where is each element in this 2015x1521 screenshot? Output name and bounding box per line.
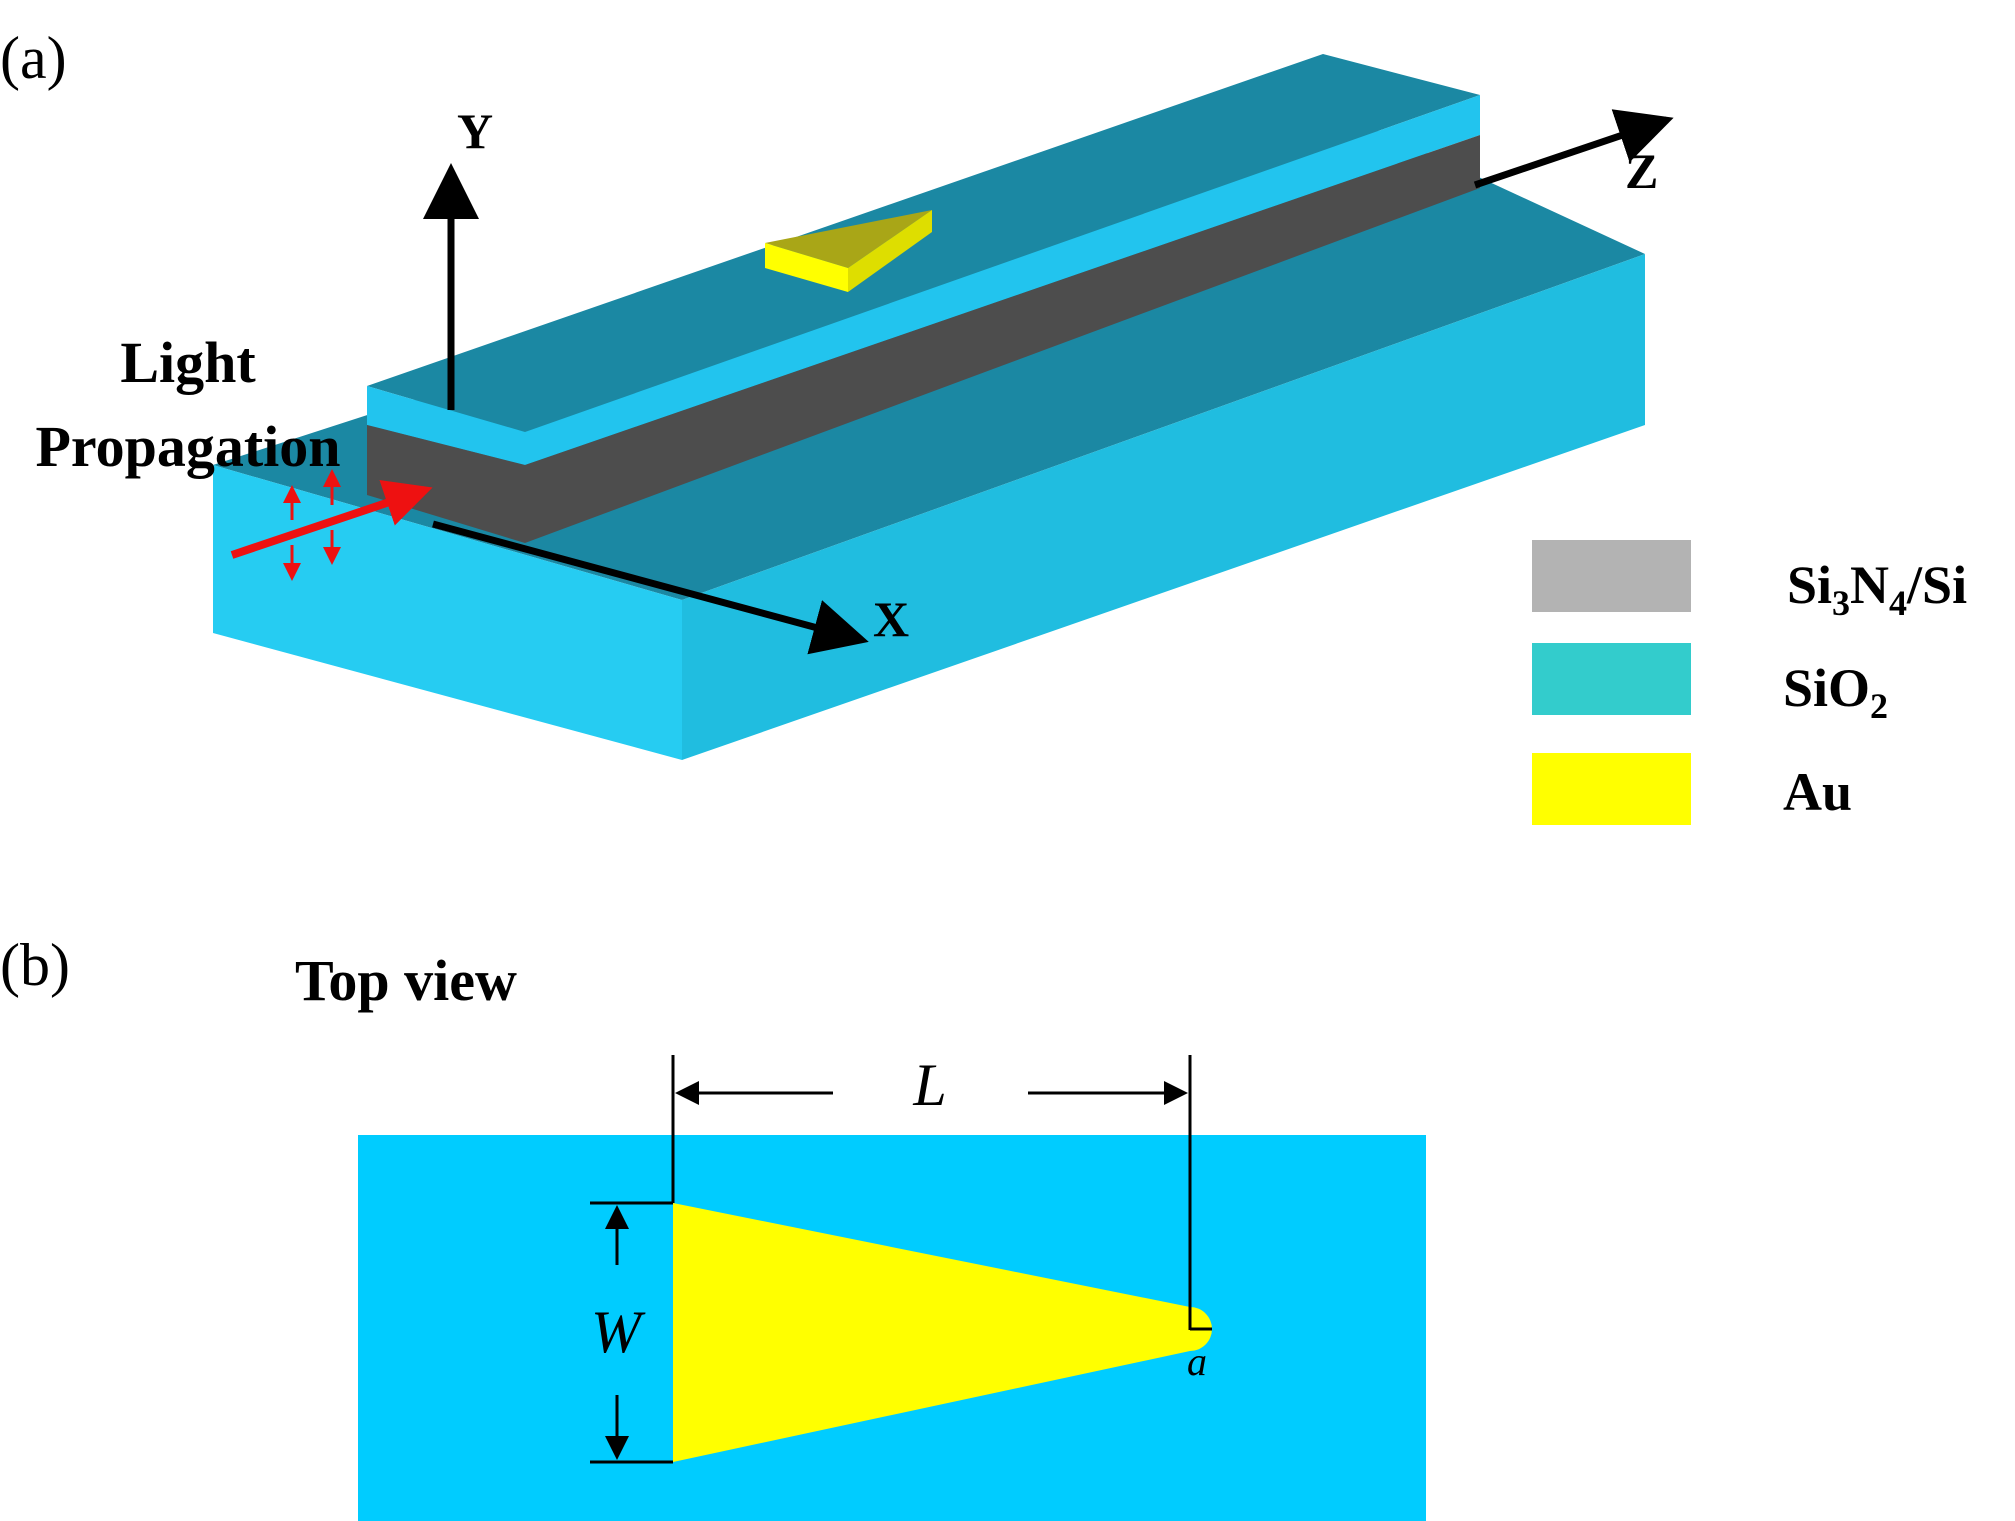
light-label-line2: Propagation (35, 414, 340, 479)
light-label-line1: Light (120, 330, 256, 395)
x-axis-label: X (873, 591, 909, 647)
dim-radius-label: a (1187, 1339, 1207, 1384)
legend-label-si3n4: Si3N4/Si (1787, 555, 1967, 623)
light-propagation-arrow (230, 480, 433, 559)
panel-b-label: (b) (0, 932, 70, 998)
waveguide-strip (367, 54, 1480, 543)
core-side-face (525, 135, 1480, 543)
panel-a-label: (a) (0, 25, 67, 91)
substrate-side-face (682, 254, 1645, 760)
gold-taper-front-face (765, 243, 848, 292)
cladding-front-face (367, 386, 525, 465)
x-axis-arrow (432, 520, 869, 655)
dim-width-label: W (591, 1299, 646, 1365)
legend-swatch-sio2 (1532, 643, 1691, 715)
legend-label-sio2: SiO2 (1783, 658, 1888, 726)
gold-taper-top-face (765, 210, 932, 268)
top-view-title: Top view (295, 948, 517, 1013)
waveguide-top-face (367, 54, 1480, 432)
legend: Si3N4/Si SiO2 Au (1532, 540, 1967, 825)
gold-taper-side-face (848, 210, 932, 292)
legend-swatch-si3n4 (1532, 540, 1691, 612)
z-axis-label: Z (1625, 143, 1658, 199)
topview-gold-taper (673, 1203, 1212, 1462)
panel-b: (b) Top view L W a (0, 932, 1426, 1521)
legend-swatch-au (1532, 753, 1691, 825)
z-axis-arrow (1473, 109, 1674, 189)
gold-taper-3d (765, 210, 932, 292)
dim-length-label: L (912, 1052, 946, 1118)
cladding-side-face (525, 95, 1480, 465)
substrate-front-face (213, 465, 682, 760)
legend-label-au: Au (1783, 762, 1852, 822)
core-front-face (367, 425, 525, 543)
y-axis-label: Y (457, 103, 493, 159)
panel-a: (a) Y X Z (0, 25, 1674, 760)
